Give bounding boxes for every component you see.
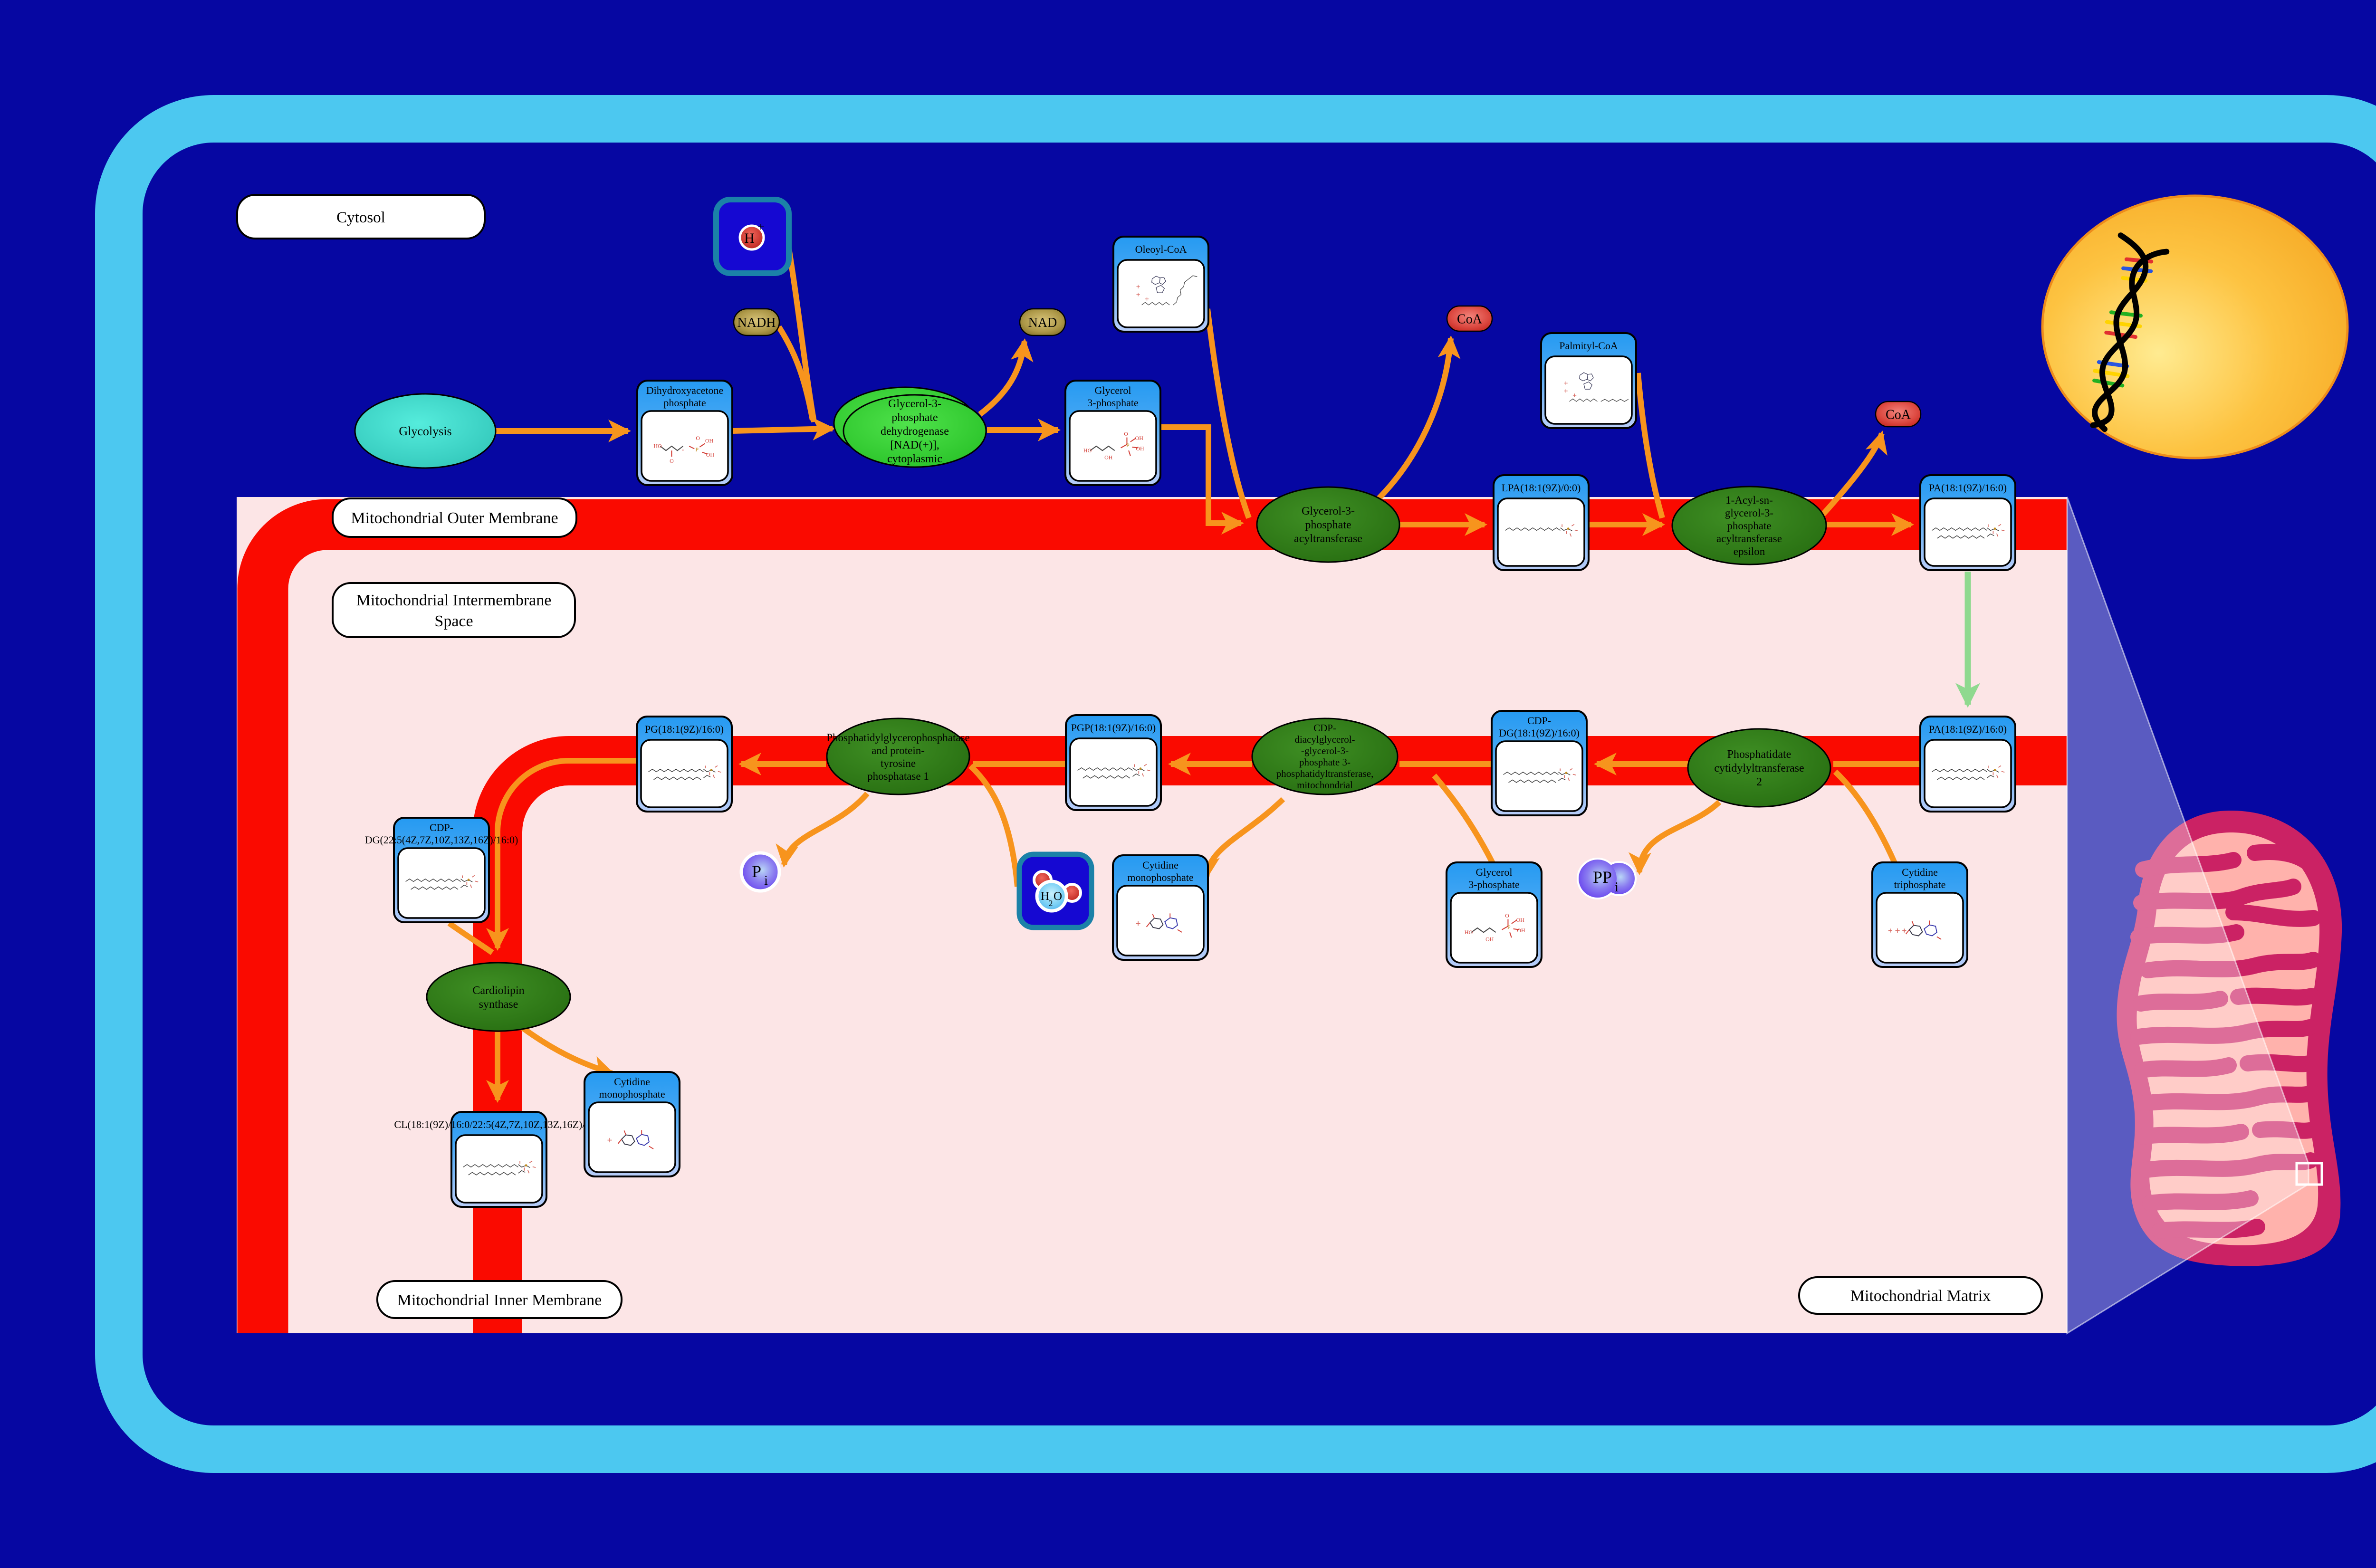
- svg-text:O: O: [1505, 912, 1509, 919]
- svg-text:OH: OH: [1516, 917, 1525, 923]
- svg-text:NADH: NADH: [738, 316, 776, 330]
- svg-text:dehydrogenase: dehydrogenase: [881, 425, 949, 438]
- svg-text:Oleoyl-CoA: Oleoyl-CoA: [1135, 243, 1187, 255]
- svg-text:Glycerol: Glycerol: [1476, 866, 1513, 878]
- svg-text:and protein-: and protein-: [872, 745, 925, 756]
- svg-text:PG(18:1(9Z)/16:0): PG(18:1(9Z)/16:0): [645, 723, 724, 735]
- svg-text:monophosphate: monophosphate: [599, 1088, 665, 1100]
- svg-text:Phosphatidate: Phosphatidate: [1727, 748, 1792, 761]
- svg-text:CDP-: CDP-: [1313, 722, 1336, 734]
- svg-text:H: H: [1041, 890, 1049, 903]
- svg-text:PA(18:1(9Z)/16:0): PA(18:1(9Z)/16:0): [1929, 482, 2007, 494]
- svg-text:+: +: [757, 220, 765, 234]
- svg-text:Mitochondrial Matrix: Mitochondrial Matrix: [1850, 1287, 1991, 1305]
- svg-text:synthase: synthase: [479, 998, 518, 1011]
- svg-text:triphosphate: triphosphate: [1894, 879, 1946, 890]
- svg-text:HO: HO: [1083, 447, 1092, 454]
- svg-text:P: P: [1507, 924, 1511, 930]
- svg-text:OH: OH: [1517, 927, 1525, 934]
- svg-text:PA(18:1(9Z)/16:0): PA(18:1(9Z)/16:0): [1929, 723, 2007, 735]
- svg-text:phosphate: phosphate: [663, 397, 706, 409]
- svg-text:mitochondrial: mitochondrial: [1297, 779, 1353, 791]
- svg-text:OH: OH: [1104, 454, 1113, 461]
- svg-text:Cytidine: Cytidine: [1902, 866, 1938, 878]
- svg-text:LPA(18:1(9Z)/0:0): LPA(18:1(9Z)/0:0): [1502, 482, 1581, 494]
- svg-text:Mitochondrial Inner Membrane: Mitochondrial Inner Membrane: [397, 1291, 602, 1309]
- svg-text:P: P: [1126, 442, 1130, 449]
- svg-text:1-Acyl-sn-: 1-Acyl-sn-: [1725, 494, 1773, 506]
- svg-text:O: O: [670, 458, 674, 464]
- svg-text:2: 2: [1756, 776, 1762, 788]
- svg-text:3-phosphate: 3-phosphate: [1087, 397, 1139, 409]
- svg-text:NAD: NAD: [1028, 316, 1057, 330]
- svg-text:Mitochondrial Intermembrane: Mitochondrial Intermembrane: [356, 592, 552, 609]
- svg-text:CDP-: CDP-: [430, 822, 453, 833]
- svg-text:2: 2: [1049, 899, 1053, 908]
- svg-text:Glycerol-3-: Glycerol-3-: [888, 398, 941, 410]
- svg-text:H: H: [744, 230, 755, 246]
- svg-text:OH: OH: [1485, 936, 1494, 943]
- svg-text:Glycerol-3-: Glycerol-3-: [1302, 505, 1355, 517]
- svg-text:OH: OH: [705, 438, 714, 444]
- svg-text:OH: OH: [706, 451, 715, 458]
- svg-text:-glycerol-3-: -glycerol-3-: [1301, 745, 1349, 756]
- svg-text:Cytidine: Cytidine: [614, 1076, 650, 1088]
- svg-text:phosphate 3-: phosphate 3-: [1299, 756, 1351, 768]
- svg-text:HO: HO: [653, 443, 662, 449]
- svg-text:phosphatidyltransferase,: phosphatidyltransferase,: [1276, 768, 1374, 779]
- svg-text:Glycerol: Glycerol: [1095, 384, 1131, 396]
- svg-text:tyrosine: tyrosine: [881, 757, 916, 769]
- svg-text:[NAD(+)],: [NAD(+)],: [890, 439, 939, 451]
- svg-text:glycerol-3-: glycerol-3-: [1725, 507, 1773, 519]
- svg-text:cytoplasmic: cytoplasmic: [887, 453, 942, 465]
- svg-text:Dihydroxyacetone: Dihydroxyacetone: [646, 384, 724, 396]
- svg-text:O: O: [696, 435, 700, 441]
- svg-text:PP: PP: [1593, 868, 1612, 887]
- svg-text:Palmityl-CoA: Palmityl-CoA: [1559, 340, 1618, 352]
- svg-text:i: i: [764, 873, 768, 888]
- svg-text:epsilon: epsilon: [1734, 545, 1765, 557]
- svg-text:monophosphate: monophosphate: [1127, 871, 1193, 883]
- svg-text:acyltransferase: acyltransferase: [1294, 533, 1362, 545]
- svg-text:Cytosol: Cytosol: [336, 209, 385, 226]
- svg-text:phosphate: phosphate: [891, 411, 938, 424]
- svg-text:Cardiolipin: Cardiolipin: [472, 985, 524, 997]
- svg-text:OH: OH: [1135, 435, 1144, 441]
- svg-text:CL(18:1(9Z)/16:0/22:5(4Z,7Z,10: CL(18:1(9Z)/16:0/22:5(4Z,7Z,10Z,13Z,16Z)…: [394, 1119, 604, 1130]
- svg-text:phosphate: phosphate: [1305, 519, 1351, 531]
- svg-text:acyltransferase: acyltransferase: [1716, 533, 1782, 545]
- svg-text:i: i: [1615, 880, 1619, 895]
- svg-text:Space: Space: [434, 612, 473, 630]
- svg-text:phosphatase 1: phosphatase 1: [867, 770, 929, 782]
- svg-text:DG(18:1(9Z)/16:0): DG(18:1(9Z)/16:0): [1499, 727, 1580, 739]
- svg-text:phosphate: phosphate: [1727, 520, 1771, 532]
- svg-text:CoA: CoA: [1886, 407, 1911, 422]
- svg-text:CoA: CoA: [1457, 312, 1483, 326]
- svg-text:Phosphatidylglycerophosphatase: Phosphatidylglycerophosphatase: [826, 732, 970, 744]
- svg-text:Glycolysis: Glycolysis: [399, 424, 451, 438]
- svg-text:Cytidine: Cytidine: [1142, 859, 1178, 871]
- svg-text:CDP-: CDP-: [1527, 715, 1551, 727]
- svg-text:Mitochondrial Outer Membrane: Mitochondrial Outer Membrane: [351, 509, 558, 527]
- svg-text:P: P: [752, 862, 761, 881]
- svg-text:O: O: [1124, 430, 1128, 437]
- svg-text:DG(22:5(4Z,7Z,10Z,13Z,16Z)/16:: DG(22:5(4Z,7Z,10Z,13Z,16Z)/16:0): [365, 834, 518, 846]
- svg-text:OH: OH: [1136, 445, 1144, 452]
- svg-text:PGP(18:1(9Z)/16:0): PGP(18:1(9Z)/16:0): [1071, 722, 1156, 734]
- svg-text:O: O: [1054, 890, 1062, 903]
- svg-text:P: P: [695, 446, 699, 453]
- svg-text:diacylglycerol-: diacylglycerol-: [1294, 734, 1355, 745]
- svg-text:HO: HO: [1465, 929, 1473, 936]
- svg-text:cytidylyltransferase: cytidylyltransferase: [1714, 762, 1804, 774]
- svg-text:3-phosphate: 3-phosphate: [1468, 879, 1520, 890]
